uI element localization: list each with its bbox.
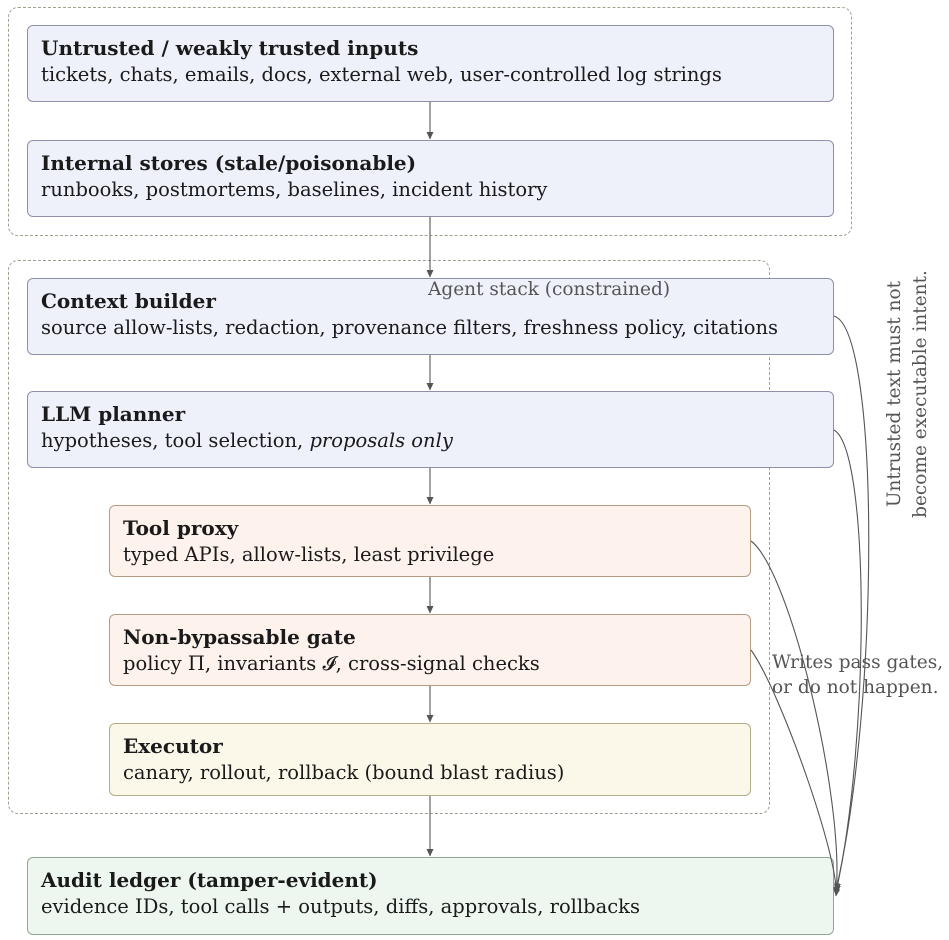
internal-stores-title: Internal stores (stale/poisonable): [41, 151, 417, 175]
untrusted-text-note-line1: Untrusted text must not: [884, 280, 905, 508]
audit-ledger-desc: evidence IDs, tool calls + outputs, diff…: [41, 895, 641, 918]
tool-proxy-title: Tool proxy: [123, 516, 239, 540]
llm-planner-title: LLM planner: [41, 402, 186, 426]
curve-gate-to-audit: [750, 649, 841, 897]
llm-planner-desc: hypotheses, tool selection, proposals on…: [41, 427, 833, 455]
executor-box: Executor canary, rollout, rollback (boun…: [109, 723, 751, 796]
untrusted-inputs-desc: tickets, chats, emails, docs, external w…: [41, 63, 722, 86]
untrusted-inputs-title: Untrusted / weakly trusted inputs: [41, 36, 419, 60]
untrusted-inputs-box: Untrusted / weakly trusted inputs ticket…: [27, 25, 834, 102]
llm-planner-desc-emphasis: proposals only: [309, 429, 453, 452]
executor-title: Executor: [123, 734, 223, 758]
tool-proxy-desc: typed APIs, allow-lists, least privilege: [123, 543, 495, 566]
writes-gates-note: Writes pass gates, or do not happen.: [772, 650, 943, 700]
untrusted-text-note: Untrusted text must not become executabl…: [882, 270, 934, 518]
writes-gates-note-line2: or do not happen.: [772, 677, 939, 698]
untrusted-text-note-line2: become executable intent.: [910, 270, 931, 518]
internal-stores-desc: runbooks, postmortems, baselines, incide…: [41, 178, 548, 201]
tool-proxy-box: Tool proxy typed APIs, allow-lists, leas…: [109, 505, 751, 577]
writes-gates-note-line1: Writes pass gates,: [772, 652, 944, 673]
audit-ledger-title: Audit ledger (tamper-evident): [41, 868, 378, 892]
gate-desc: policy Π, invariants 𝓘, cross-signal che…: [123, 652, 540, 675]
context-builder-desc: source allow-lists, redaction, provenanc…: [41, 316, 779, 339]
curve-proxy-to-audit: [750, 540, 841, 895]
audit-ledger-box: Audit ledger (tamper-evident) evidence I…: [27, 857, 834, 935]
context-builder-box: Context builder source allow-lists, reda…: [27, 278, 834, 355]
gate-title: Non-bypassable gate: [123, 625, 356, 649]
executor-desc: canary, rollout, rollback (bound blast r…: [123, 761, 565, 784]
llm-planner-desc-prefix: hypotheses, tool selection,: [41, 429, 310, 452]
context-builder-title: Context builder: [41, 289, 216, 313]
curve-context-to-audit: [833, 315, 870, 891]
internal-stores-box: Internal stores (stale/poisonable) runbo…: [27, 140, 834, 217]
agent-stack-label: Agent stack (constrained): [428, 279, 671, 300]
agent-stack-group: [8, 260, 770, 814]
gate-box: Non-bypassable gate policy Π, invariants…: [109, 614, 751, 686]
curve-planner-to-audit: [833, 429, 862, 893]
llm-planner-box: LLM planner hypotheses, tool selection, …: [27, 391, 834, 468]
